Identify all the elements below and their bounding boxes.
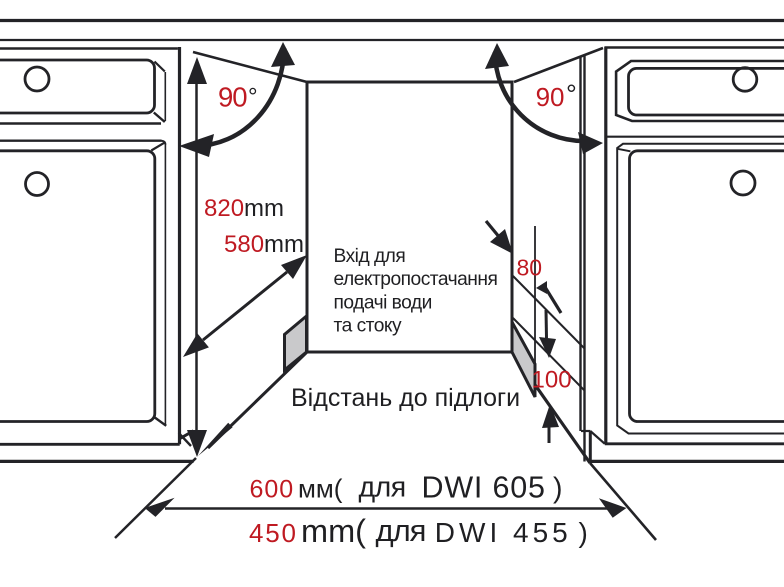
svg-text:мм(: мм( — [298, 474, 343, 504]
svg-text:Вхід для: Вхід для — [334, 246, 406, 267]
svg-text:580mm: 580mm — [224, 231, 304, 258]
svg-text:DWI 605: DWI 605 — [422, 471, 546, 505]
svg-text:для: для — [376, 513, 426, 548]
svg-text:електропостачання: електропостачання — [334, 269, 498, 290]
svg-text:): ) — [579, 517, 588, 548]
svg-text:DWI 455: DWI 455 — [435, 517, 572, 548]
svg-text:Відстань до підлоги: Відстань до підлоги — [291, 384, 520, 412]
svg-text:100: 100 — [532, 367, 572, 394]
svg-text:для: для — [359, 472, 406, 504]
svg-text:90: 90 — [218, 82, 247, 113]
svg-text:90: 90 — [536, 82, 565, 112]
svg-text:820mm: 820mm — [204, 195, 284, 222]
svg-text:та стоку: та стоку — [334, 316, 403, 337]
svg-text:): ) — [553, 473, 563, 505]
svg-text:80: 80 — [517, 255, 543, 281]
svg-text:°: ° — [248, 84, 258, 111]
svg-text:600: 600 — [250, 476, 295, 504]
svg-text:°: ° — [566, 80, 577, 110]
svg-text:450: 450 — [249, 518, 298, 548]
svg-text:подачі води: подачі води — [334, 293, 432, 314]
svg-text:mm(: mm( — [301, 513, 366, 549]
